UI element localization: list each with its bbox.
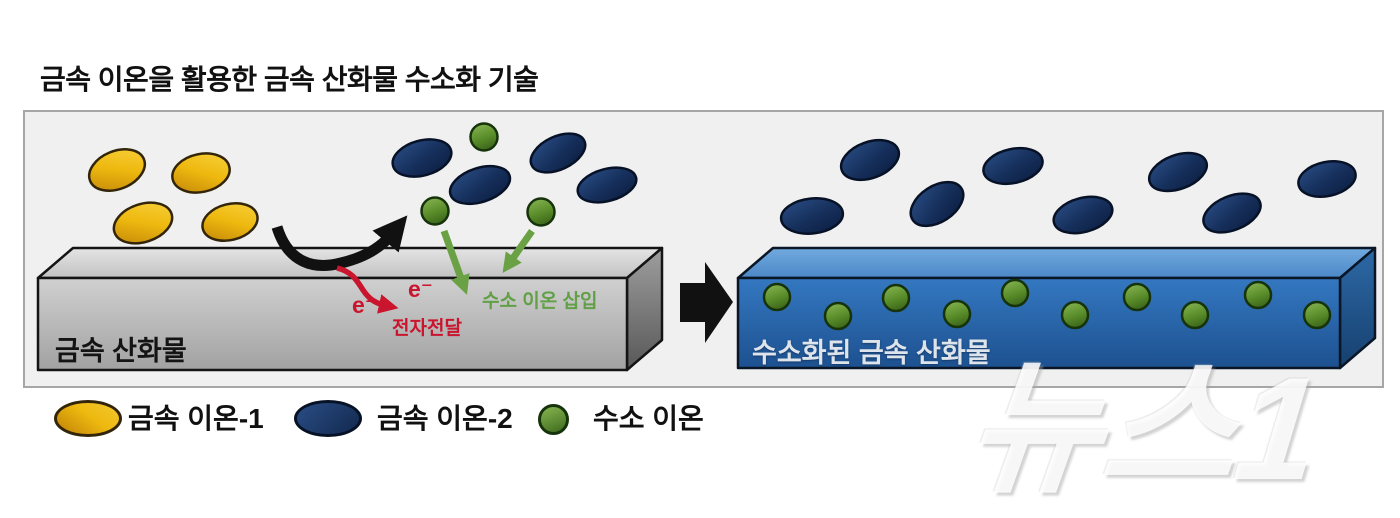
metal-ion-2 bbox=[529, 132, 587, 174]
legend-swatch-metal-ion-1 bbox=[54, 400, 122, 437]
metal-ion-1 bbox=[87, 148, 147, 192]
metal-ion-2 bbox=[839, 138, 901, 182]
hydrogen-ion-embedded bbox=[1243, 280, 1273, 310]
metal-ion-2 bbox=[391, 138, 453, 178]
hydrogenated-box-top bbox=[736, 246, 1377, 280]
electron-transfer-label: 전자전달 bbox=[392, 318, 462, 339]
hydrogen-ion bbox=[526, 197, 556, 227]
metal-ion-2 bbox=[1202, 192, 1262, 234]
hydrogen-insertion-label: 수소 이온 삽입 bbox=[482, 291, 598, 312]
metal-ion-2 bbox=[576, 166, 638, 204]
hydrogen-ion-embedded bbox=[1000, 278, 1030, 308]
metal-ion-2 bbox=[1052, 195, 1114, 235]
hydrogen-ion-embedded bbox=[942, 299, 972, 329]
electron-symbol-1: e⁻ bbox=[352, 292, 377, 318]
metal-oxide-box-front bbox=[36, 276, 629, 372]
hydrogen-insertion-arrow-left bbox=[440, 229, 470, 295]
legend-swatch-hydrogen-ion bbox=[538, 404, 569, 435]
electron-symbol-2: e⁻ bbox=[408, 276, 433, 302]
metal-ion-1 bbox=[201, 202, 259, 242]
hydrogen-ion-embedded bbox=[1060, 300, 1090, 330]
hydrogen-ion-embedded bbox=[823, 301, 853, 331]
metal-ion-1 bbox=[112, 201, 174, 245]
reaction-curved-arrow bbox=[271, 215, 408, 271]
metal-ion-2 bbox=[982, 146, 1044, 186]
metal-ion-2 bbox=[779, 197, 845, 235]
metal-ion-2 bbox=[1297, 160, 1357, 198]
hydrogen-ion-embedded bbox=[1122, 282, 1152, 312]
metal-ion-2 bbox=[1147, 151, 1209, 193]
hydrogenated-label: 수소화된 금속 산화물 bbox=[752, 338, 991, 368]
metal-oxide-box bbox=[36, 246, 664, 372]
metal-ion-1 bbox=[171, 152, 231, 194]
metal-ion-2 bbox=[448, 164, 512, 206]
hydrogen-ion-embedded bbox=[762, 282, 792, 312]
ion-layer bbox=[87, 122, 1357, 331]
transformation-arrow bbox=[680, 262, 733, 343]
legend-swatch-metal-ion-2 bbox=[294, 400, 362, 437]
legend-label-metal-ion-1: 금속 이온-1 bbox=[128, 403, 264, 434]
hydrogen-insertion-arrow-right bbox=[502, 228, 535, 274]
hydrogen-ion bbox=[469, 122, 499, 152]
electron-transfer-arrow bbox=[336, 265, 399, 314]
hydrogen-ion bbox=[420, 196, 450, 226]
figure-title: 금속 이온을 활용한 금속 산화물 수소화 기술 bbox=[40, 64, 539, 95]
metal-ion-2 bbox=[909, 180, 965, 228]
hydrogen-ion-embedded bbox=[1180, 300, 1210, 330]
metal-oxide-label: 금속 산화물 bbox=[55, 336, 187, 366]
legend-label-hydrogen-ion: 수소 이온 bbox=[593, 403, 704, 434]
hydrogen-ion-embedded bbox=[1302, 300, 1332, 330]
legend-label-metal-ion-2: 금속 이온-2 bbox=[377, 403, 513, 434]
news1-watermark: 뉴스1 bbox=[959, 347, 1327, 510]
hydrogen-ion-embedded bbox=[881, 283, 911, 313]
